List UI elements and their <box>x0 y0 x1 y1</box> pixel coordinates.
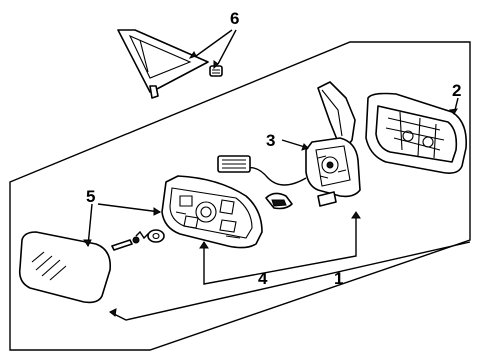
mirror-holder <box>161 175 263 249</box>
assembly-boundary <box>9 41 471 351</box>
callout-3: 3 <box>266 131 275 150</box>
mirror-housing <box>317 81 468 174</box>
callout-1: 1 <box>334 269 343 288</box>
mirror-glass <box>18 231 112 304</box>
actuator-motor <box>305 137 361 198</box>
hardware-nut <box>147 229 165 243</box>
hardware-pin <box>111 236 140 251</box>
callout-4: 4 <box>258 269 268 288</box>
callout-2: 2 <box>452 81 461 100</box>
wire-harness <box>217 155 337 210</box>
arrowheads <box>83 51 458 317</box>
callout-6: 6 <box>230 9 239 28</box>
callout-5: 5 <box>86 187 95 206</box>
corner-cover <box>117 29 223 99</box>
